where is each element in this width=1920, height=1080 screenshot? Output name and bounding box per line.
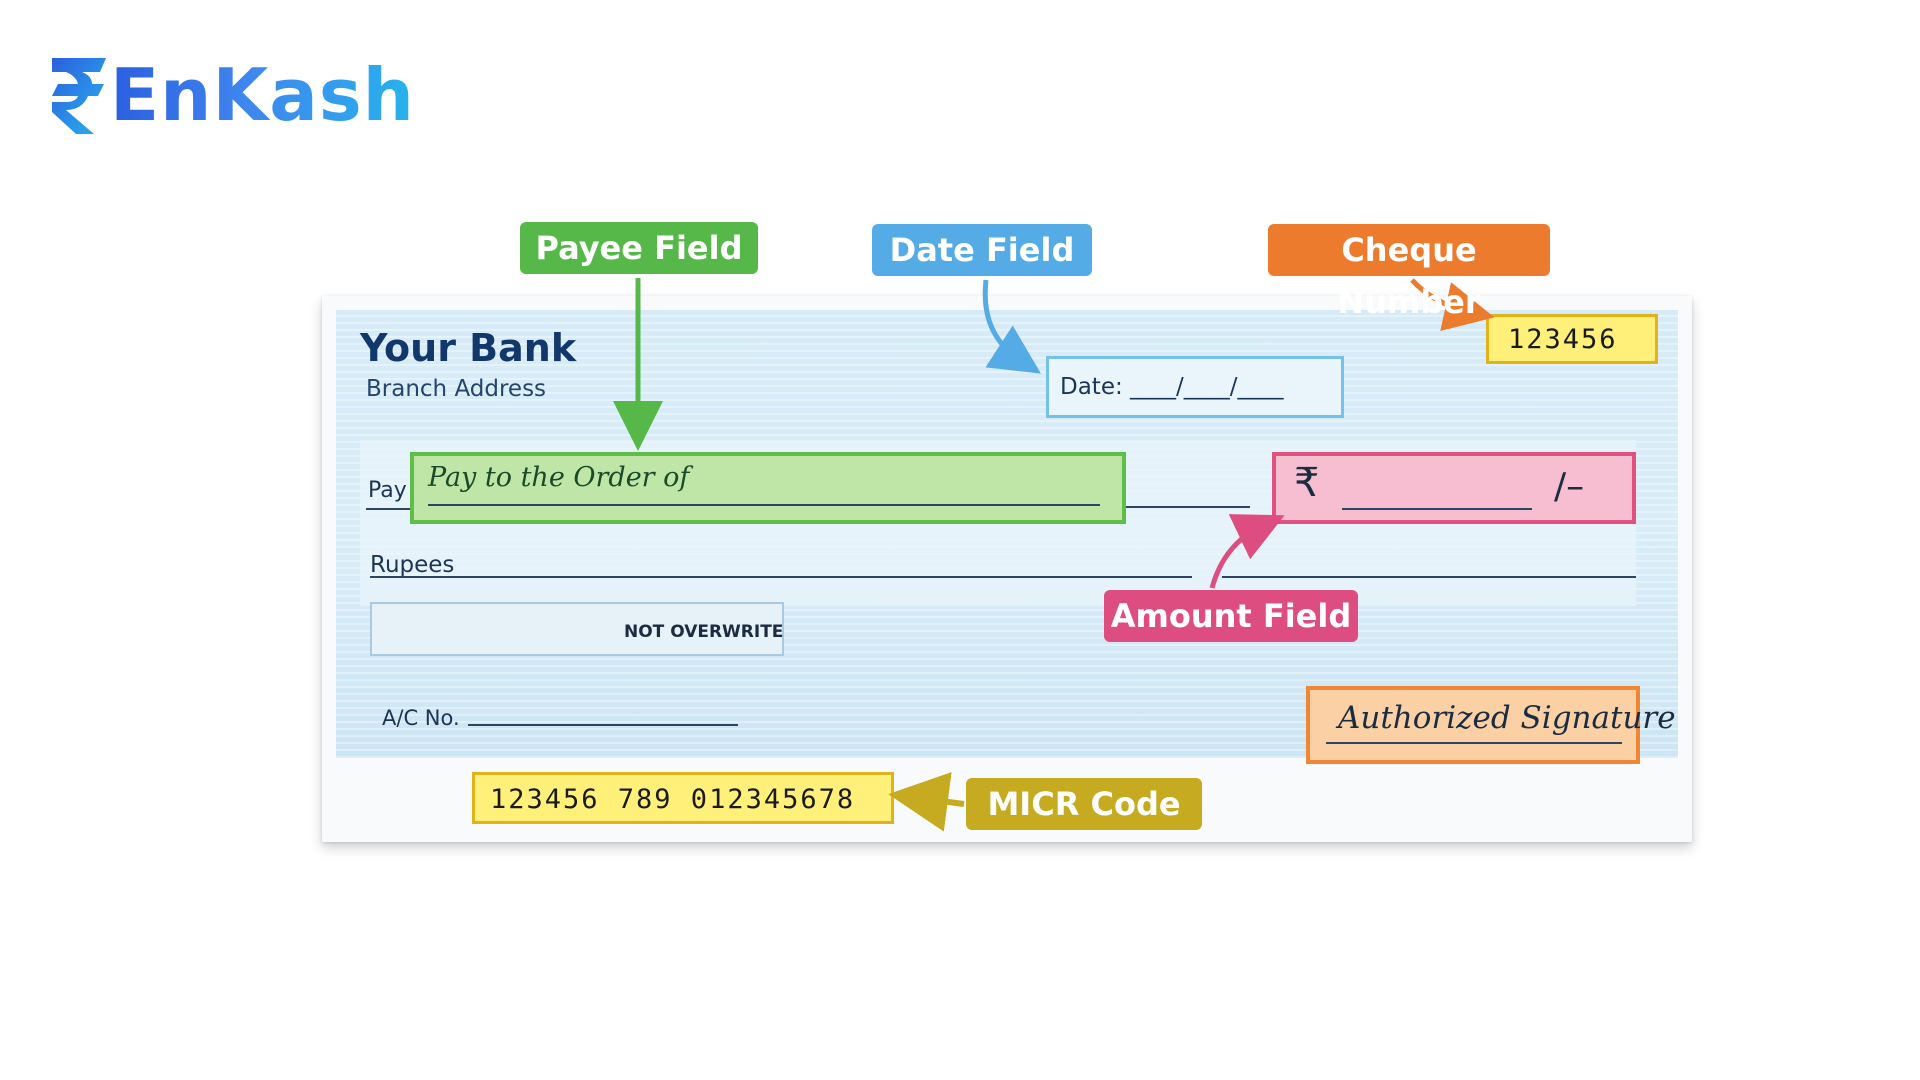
cheque-number-callout: Cheque Number bbox=[1268, 224, 1550, 321]
micr-code-text: 123456 789 012345678 bbox=[490, 784, 856, 815]
logo-wordmark: EnKash bbox=[110, 53, 415, 137]
pay-label: Pay bbox=[368, 478, 407, 503]
micr-arrow bbox=[888, 772, 965, 832]
micr-code-box bbox=[472, 772, 894, 824]
not-overwrite-text: NOT OVERWRITE bbox=[624, 622, 784, 642]
rupees-underline-left bbox=[370, 576, 1192, 578]
pay-line-continuation bbox=[1126, 506, 1250, 508]
account-number-label: A/C No. bbox=[382, 706, 460, 730]
payee-field-text: Pay to the Order of bbox=[428, 462, 690, 493]
rupee-logo-icon bbox=[52, 58, 106, 134]
micr-code-callout: MICR Code bbox=[966, 778, 1202, 830]
date-arrow bbox=[982, 279, 1041, 374]
cheque-number-arrow bbox=[1410, 278, 1495, 331]
payee-field-box bbox=[410, 452, 1126, 524]
rupees-underline-right bbox=[1222, 576, 1636, 578]
date-field-box bbox=[1046, 356, 1344, 418]
rupee-symbol: ₹ bbox=[1294, 460, 1320, 506]
date-field-text: Date: ____/____/____ bbox=[1060, 374, 1284, 400]
signature-text: Authorized Signature bbox=[1338, 700, 1676, 736]
not-overwrite-box bbox=[370, 602, 784, 656]
signature-box bbox=[1306, 686, 1640, 764]
branch-address: Branch Address bbox=[366, 376, 547, 402]
payee-underline bbox=[428, 504, 1100, 506]
pay-underline bbox=[366, 508, 410, 510]
amount-arrow bbox=[1209, 514, 1285, 589]
account-number-underline bbox=[468, 724, 738, 726]
amount-field-callout: Amount Field bbox=[1104, 590, 1358, 642]
date-field-callout: Date Field bbox=[872, 224, 1092, 276]
amount-field-box bbox=[1272, 452, 1636, 524]
rupees-label: Rupees bbox=[370, 552, 455, 578]
payee-field-callout: Payee Field bbox=[520, 222, 758, 274]
bank-name: Your Bank bbox=[360, 326, 577, 370]
amount-suffix: /– bbox=[1554, 466, 1585, 507]
amount-underline bbox=[1342, 508, 1532, 510]
cheque-number-box bbox=[1486, 314, 1658, 364]
signature-underline bbox=[1326, 742, 1622, 744]
cheque-number-text: 123456 bbox=[1508, 324, 1618, 355]
enkash-logo: EnKash bbox=[48, 52, 414, 138]
